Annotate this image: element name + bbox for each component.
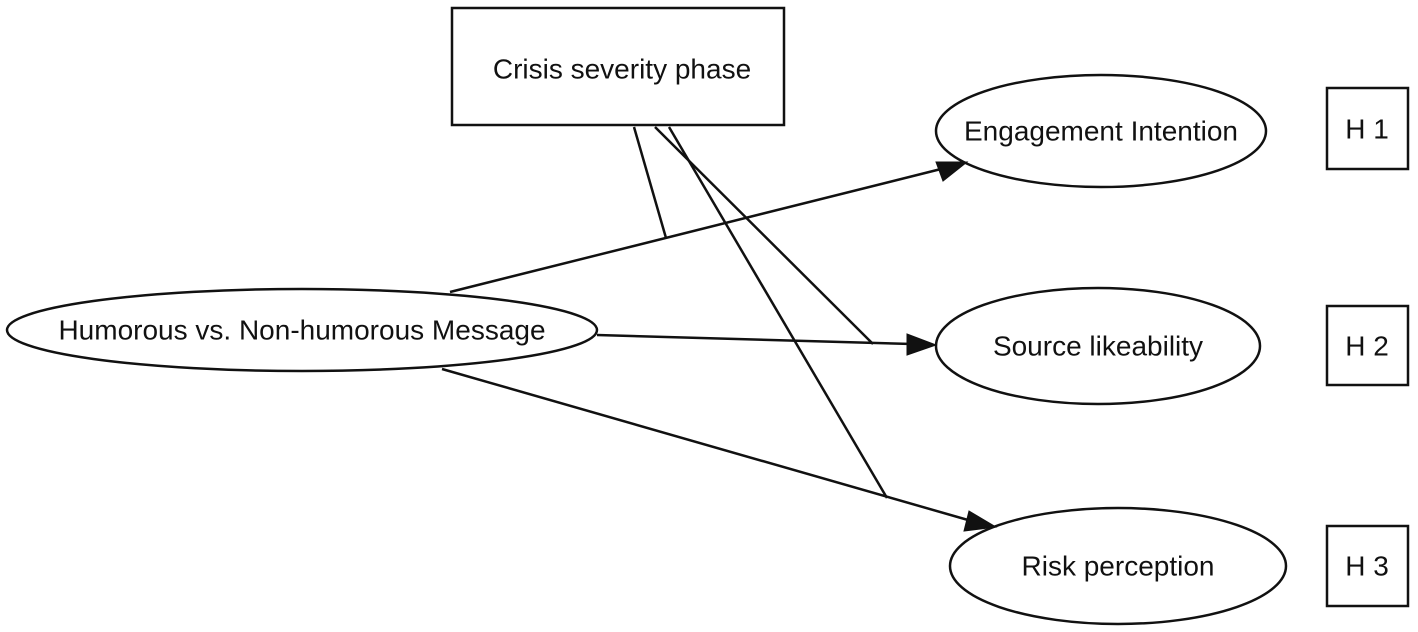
predictor-node: Humorous vs. Non-humorous Message xyxy=(5,287,599,373)
outcome-likeability-node: Source likeability xyxy=(934,286,1262,406)
hypothesis-2-label: H 2 xyxy=(1345,331,1389,362)
arrow-head-risk xyxy=(963,510,998,532)
edge-predictor-to-risk xyxy=(441,367,998,532)
moderator-label: Crisis severity phase xyxy=(493,54,751,85)
outcome-risk-label: Risk perception xyxy=(1022,551,1215,582)
edge-predictor-to-engagement xyxy=(449,161,969,294)
moderator-node: Crisis severity phase xyxy=(450,6,786,127)
hypothesis-3-label: H 3 xyxy=(1345,551,1389,582)
arrow-head-engagement xyxy=(935,161,969,182)
edge-predictor-to-likeability xyxy=(596,333,938,356)
outcome-likeability-label: Source likeability xyxy=(993,331,1203,362)
hypothesis-1-label: H 1 xyxy=(1345,114,1389,145)
outcome-engagement-node: Engagement Intention xyxy=(934,73,1268,189)
predictor-label: Humorous vs. Non-humorous Message xyxy=(58,315,545,346)
outcome-risk-node: Risk perception xyxy=(948,506,1288,626)
hypothesis-3-box: H 3 xyxy=(1325,524,1410,608)
hypothesis-2-box: H 2 xyxy=(1325,304,1410,387)
hypothesis-1-box: H 1 xyxy=(1325,86,1410,171)
outcome-engagement-label: Engagement Intention xyxy=(964,116,1238,147)
moderation-on-engagement xyxy=(632,126,668,239)
arrow-head-likeability xyxy=(906,333,938,356)
moderation-on-risk xyxy=(667,126,889,499)
